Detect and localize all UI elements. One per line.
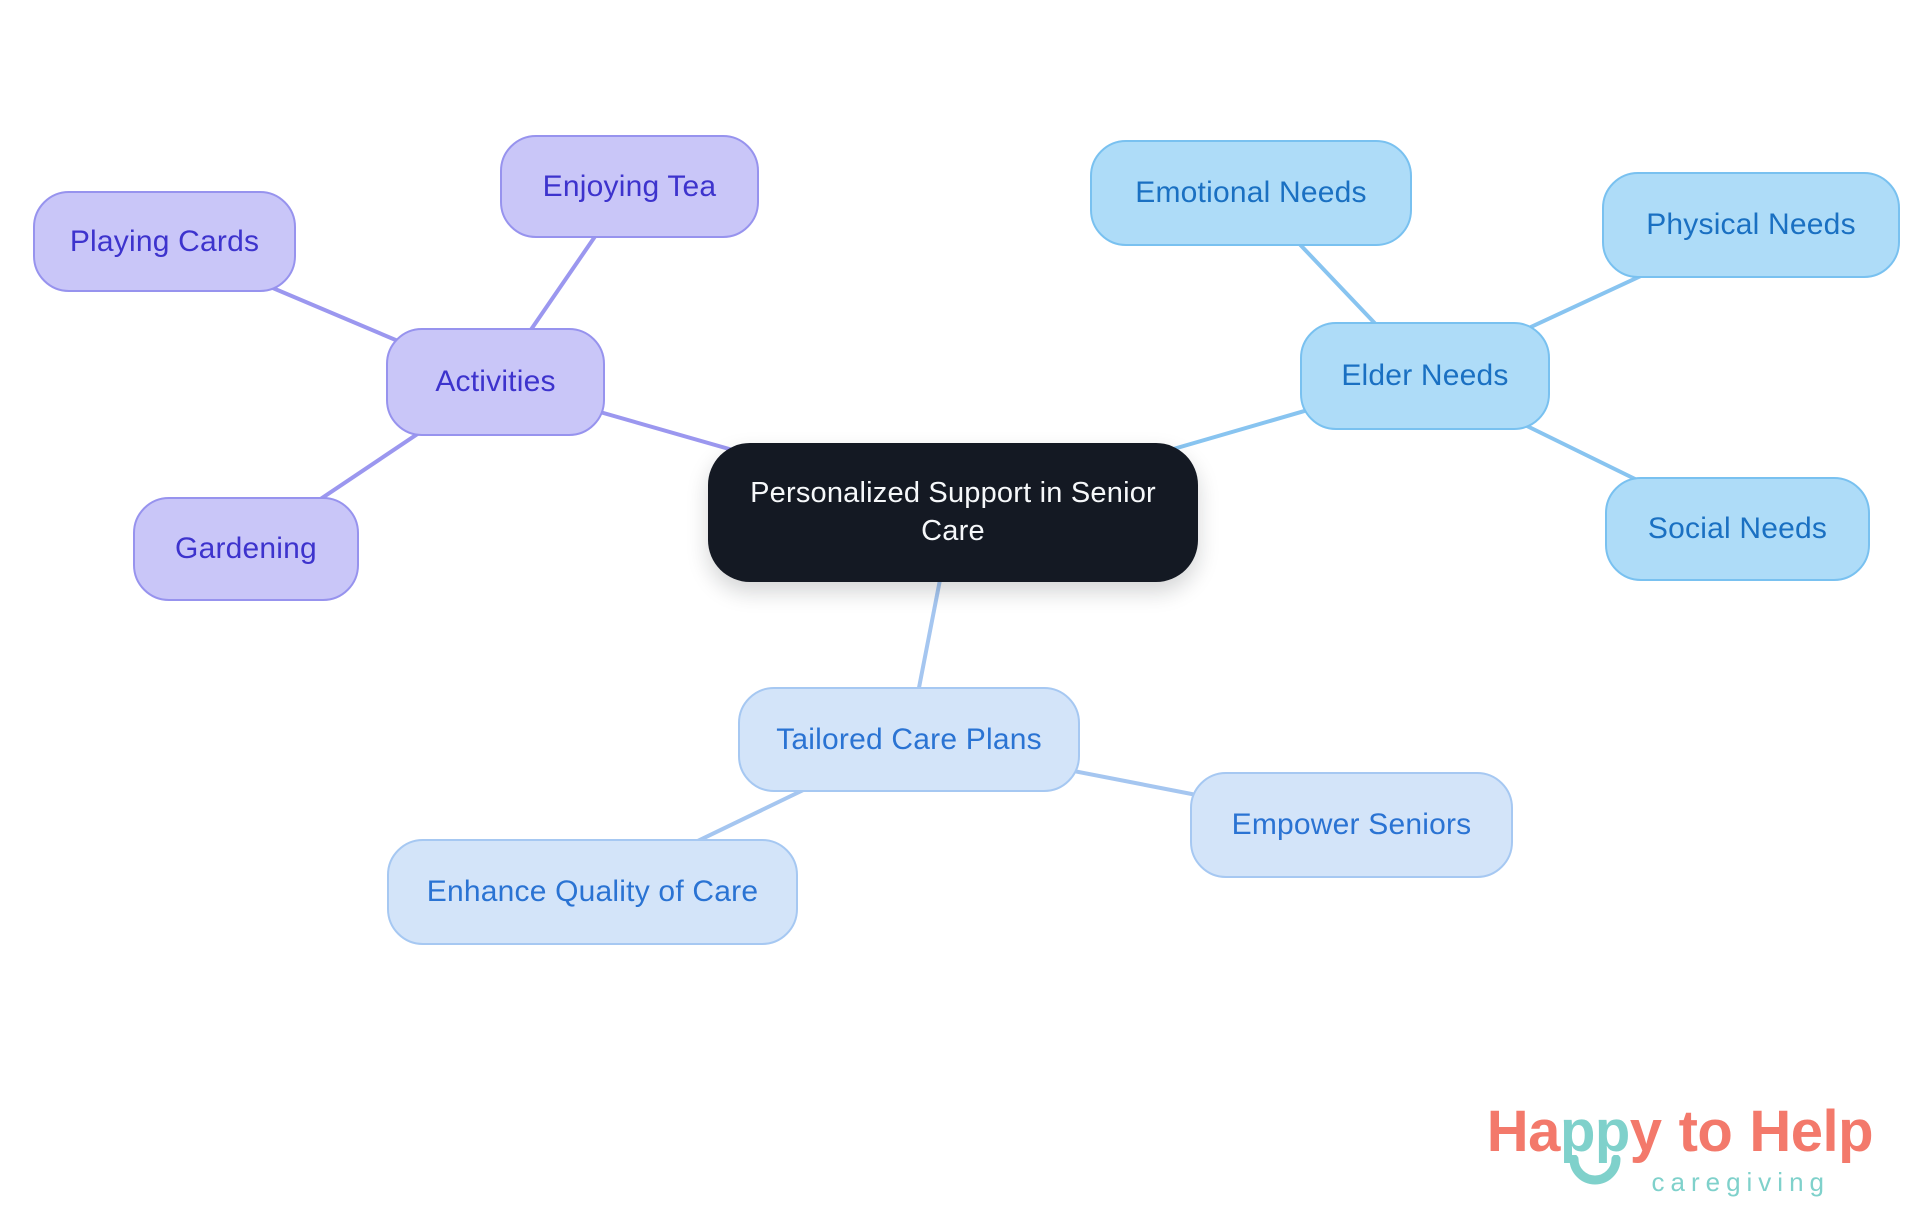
- node-label: Elder Needs: [1341, 359, 1509, 392]
- logo-subtitle: caregiving: [1651, 1166, 1830, 1197]
- node-label: Empower Seniors: [1231, 808, 1472, 841]
- node-label: Social Needs: [1647, 512, 1828, 545]
- logo-pp-letters: pp: [1559, 1099, 1630, 1164]
- node-physical-needs: Physical Needs: [1602, 172, 1900, 278]
- smile-icon: [1569, 1155, 1621, 1185]
- node-playing-cards: Playing Cards: [33, 191, 296, 292]
- node-elder-needs: Elder Needs: [1300, 322, 1550, 430]
- node-central-topic: Personalized Support in Senior Care: [708, 443, 1198, 582]
- node-label: Playing Cards: [69, 224, 260, 258]
- node-social-needs: Social Needs: [1605, 477, 1870, 581]
- central-topic-label: Personalized Support in Senior Care: [750, 477, 1156, 547]
- node-label: Enhance Quality of Care: [426, 875, 759, 908]
- node-enhance-quality-of-care: Enhance Quality of Care: [387, 839, 798, 945]
- node-label: Tailored Care Plans: [776, 722, 1042, 756]
- logo-text-y: y: [1629, 1099, 1662, 1164]
- logo-word-help: Help: [1749, 1099, 1873, 1164]
- node-gardening: Gardening: [133, 497, 359, 601]
- node-empower-seniors: Empower Seniors: [1190, 772, 1513, 878]
- node-tailored-care-plans: Tailored Care Plans: [738, 687, 1080, 792]
- node-enjoying-tea: Enjoying Tea: [500, 135, 759, 238]
- logo-word-to: to: [1678, 1099, 1733, 1164]
- node-label: Enjoying Tea: [542, 169, 717, 203]
- node-label: Activities: [435, 365, 556, 398]
- node-emotional-needs: Emotional Needs: [1090, 140, 1412, 246]
- node-label: Gardening: [175, 532, 317, 565]
- node-activities: Activities: [386, 328, 605, 436]
- logo-text-ha: Ha: [1486, 1099, 1561, 1164]
- node-label: Emotional Needs: [1135, 176, 1367, 209]
- node-label: Physical Needs: [1646, 208, 1856, 241]
- logo-text-pp: pp: [1559, 1099, 1630, 1185]
